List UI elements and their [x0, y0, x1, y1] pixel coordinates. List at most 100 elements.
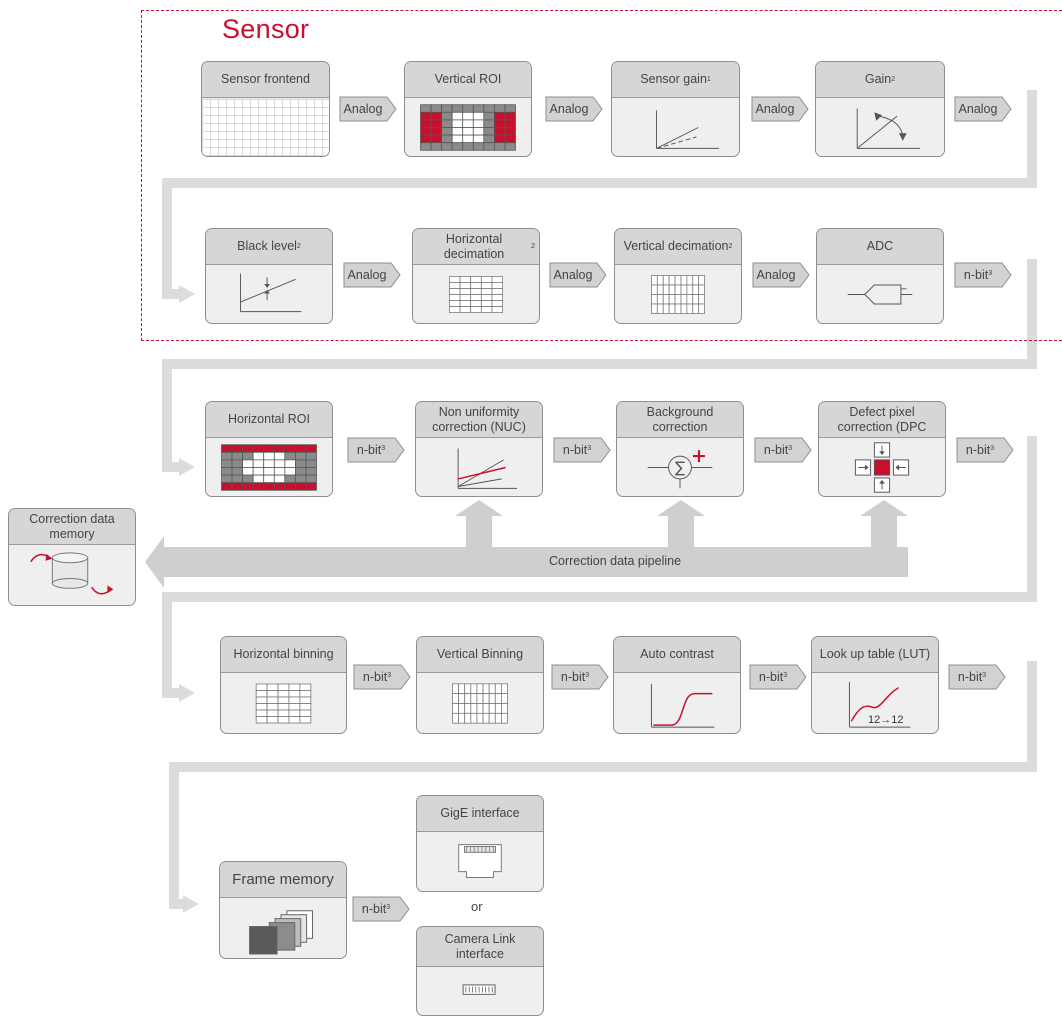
block-icon	[221, 674, 346, 733]
block-icon	[816, 99, 944, 156]
block-icon: 12→12	[812, 674, 938, 733]
block-label: Sensor frontend	[221, 72, 310, 86]
signal-arrow: Analog	[545, 96, 603, 122]
footnote-marker: 2	[891, 76, 896, 83]
signal-arrow-shape	[353, 664, 411, 690]
block-icon	[202, 99, 329, 156]
signal-type: Analog	[549, 102, 589, 116]
block-vertical-roi: Vertical ROI	[404, 61, 532, 157]
signal-type: n-bit	[758, 670, 784, 684]
signal-arrow: Analog	[549, 262, 607, 288]
signal-arrow: Analog	[751, 96, 809, 122]
block-label: Black level	[237, 239, 297, 253]
block-title: Sensor frontend	[202, 62, 329, 98]
correction-pipeline-label: Correction data pipeline	[549, 554, 682, 568]
signal-label: Analog	[343, 262, 391, 288]
block-label: Gain	[864, 72, 892, 86]
signal-type: Analog	[553, 268, 593, 282]
signal-type: n-bit	[362, 670, 388, 684]
block-icon: ∑ +	[617, 439, 743, 496]
block-title: Non uniformity correction (NUC)	[416, 402, 542, 438]
connector-row3-row4	[162, 436, 1037, 698]
block-auto-contrast: Auto contrast	[613, 636, 741, 734]
block-title: Background correction	[617, 402, 743, 438]
block-icon	[417, 968, 543, 1015]
footnote-marker: 3	[988, 269, 993, 277]
block-icon	[819, 439, 945, 496]
block-label: Horizontal ROI	[228, 412, 310, 426]
sensor-boundary	[141, 10, 1062, 341]
block-icon	[220, 899, 346, 958]
signal-label: Analog	[549, 262, 597, 288]
block-icon	[417, 833, 543, 891]
block-adc: ADC	[816, 228, 944, 324]
footnote-marker: 2	[531, 243, 535, 250]
connector-arrowhead	[183, 895, 199, 913]
connector-row2-row3	[162, 259, 1037, 472]
footnote-marker: 3	[982, 671, 987, 679]
block-defect-pixel-correction-dpc: Defect pixel correction (DPC	[818, 401, 946, 497]
signal-arrow-shape	[752, 262, 810, 288]
footnote-marker: 3	[387, 671, 392, 679]
block-title: GigE interface	[417, 796, 543, 832]
signal-label: Analog	[954, 96, 1002, 122]
block-icon	[612, 99, 739, 156]
signal-label: Analog	[752, 262, 800, 288]
block-horizontal-binning: Horizontal binning	[220, 636, 347, 734]
block-icon	[614, 674, 740, 733]
block-title: Defect pixel correction (DPC	[819, 402, 945, 438]
footnote-marker: 3	[386, 903, 391, 911]
signal-arrow: Analog	[752, 262, 810, 288]
block-label: Look up table (LUT)	[819, 647, 931, 661]
block-title: Camera Link interface	[417, 927, 543, 967]
block-icon	[615, 266, 741, 323]
block-title: Vertical Binning	[417, 637, 543, 673]
block-icon	[405, 99, 531, 156]
block-label: Vertical Binning	[436, 647, 524, 661]
block-background-correction: Background correction ∑ +	[616, 401, 744, 497]
signal-label: Analog	[339, 96, 387, 122]
footnote-marker: 3	[587, 444, 592, 452]
block-non-uniformity-correction-nuc: Non uniformity correction (NUC)	[415, 401, 543, 497]
signal-arrow-shape	[956, 437, 1014, 463]
footnote-marker: 3	[788, 444, 793, 452]
signal-arrow-shape	[343, 262, 401, 288]
block-label: Sensor gain	[640, 72, 707, 86]
block-icon	[416, 439, 542, 496]
signal-type: n-bit	[560, 670, 586, 684]
signal-arrow-shape	[347, 437, 405, 463]
signal-arrow: Analog	[339, 96, 397, 122]
signal-type: Analog	[756, 268, 796, 282]
signal-arrow-shape	[954, 262, 1012, 288]
lut-bit-depth-label: 12→12	[868, 714, 904, 726]
block-label: Camera Link interface	[444, 931, 516, 961]
block-icon	[9, 546, 135, 605]
block-label: Defect pixel correction (DPC	[837, 404, 927, 434]
signal-label: Analog	[751, 96, 799, 122]
block-title: Look up table (LUT)	[812, 637, 938, 673]
connector-arrowhead	[179, 684, 195, 702]
signal-type: n-bit	[965, 443, 991, 457]
block-label: Horizontal binning	[233, 647, 334, 661]
block-title: Frame memory	[220, 862, 346, 898]
signal-arrow-shape	[339, 96, 397, 122]
signal-type: n-bit	[763, 443, 789, 457]
signal-type: n-bit	[356, 443, 382, 457]
signal-label: Analog	[545, 96, 593, 122]
block-title: Correction data memory	[9, 509, 135, 545]
